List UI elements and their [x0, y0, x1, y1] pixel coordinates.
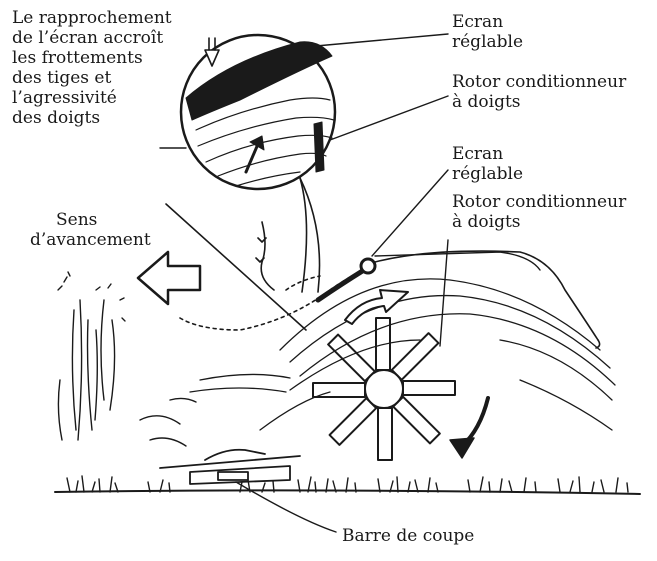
leader-rotor-mid [440, 240, 448, 346]
rotor-wheel [313, 318, 455, 460]
ecran-mid-line-1: Ecran [452, 144, 523, 164]
label-cutter: Barre de coupe [342, 526, 474, 546]
leader-ecran-top [316, 34, 448, 46]
rotor-top-line-2: à doigts [452, 92, 626, 112]
leader-rotor-top [330, 96, 448, 140]
label-ecran-top: Ecran réglable [452, 12, 523, 52]
zoom-finger [314, 122, 324, 172]
direction-arrow-icon [138, 252, 200, 304]
crop-spray-left [58, 272, 196, 446]
label-zoom-note: Le rapprochement de l’écran accroît les … [12, 8, 172, 128]
rotor-mid-line-1: Rotor conditionneur [452, 192, 626, 212]
label-ecran-mid: Ecran réglable [452, 144, 523, 184]
leader-ecran-mid [372, 170, 448, 256]
note-line-6: des doigts [12, 108, 172, 128]
stem-fall-arrow [261, 222, 274, 290]
cutter-text: Barre de coupe [342, 526, 474, 546]
label-direction: Sens d’avancement [30, 210, 151, 250]
note-line-4: des tiges et [12, 68, 172, 88]
crop-mass [190, 279, 615, 430]
ecran-top-line-2: réglable [452, 32, 523, 52]
direction-line-1: Sens [30, 210, 151, 230]
ecran-mid-line-2: réglable [452, 164, 523, 184]
note-line-5: l’agressivité [12, 88, 172, 108]
direction-line-2: d’avancement [30, 230, 151, 250]
ecran-top-line-1: Ecran [452, 12, 523, 32]
rotor-mid-line-2: à doigts [452, 212, 626, 232]
rotor-top-line-1: Rotor conditionneur [452, 72, 626, 92]
note-line-1: Le rapprochement [12, 8, 172, 28]
label-rotor-mid: Rotor conditionneur à doigts [452, 192, 626, 232]
cutter-bar [160, 450, 300, 484]
note-line-2: de l’écran accroît [12, 28, 172, 48]
leader-screen-right [375, 252, 540, 270]
note-line-3: les frottements [12, 48, 172, 68]
screen-arm [375, 251, 598, 340]
zoom-stalk [300, 178, 320, 292]
label-rotor-top: Rotor conditionneur à doigts [452, 72, 626, 112]
ground-line [55, 490, 640, 494]
